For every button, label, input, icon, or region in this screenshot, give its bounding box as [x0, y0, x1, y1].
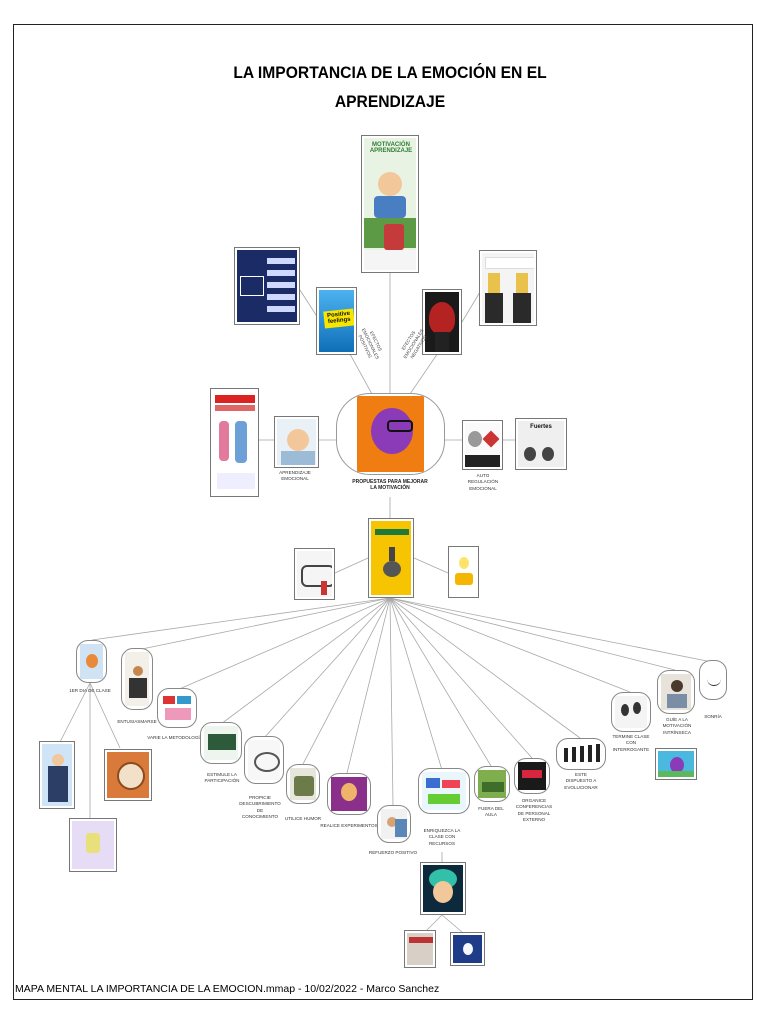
- clock-image: [104, 749, 152, 801]
- fan-lines: [91, 597, 713, 806]
- link-neg-debate: [461, 291, 481, 323]
- resource-image-a: [404, 930, 436, 968]
- motivacion-box-image: [368, 518, 414, 598]
- label-propicie-descubrimiento: PROPICIE DESCUBRIMIENTO DE CONOCIMIENTO: [239, 795, 281, 820]
- card-image: [69, 818, 117, 872]
- fuertes-text: Fuertes: [530, 424, 552, 430]
- link-enriq-a: [424, 914, 443, 933]
- sonria-node[interactable]: [699, 660, 727, 700]
- fuertes-image: Fuertes: [515, 418, 567, 470]
- link-dia-1: [59, 682, 91, 743]
- recursos-node[interactable]: [418, 768, 470, 814]
- label-propuestas: PROPUESTAS PARA MEJORAR LA MOTIVACIÓN: [352, 479, 428, 492]
- primer-dia-node[interactable]: [76, 640, 107, 683]
- label-fuera-aula: FUERA DEL AULA: [478, 806, 504, 818]
- label-este-dispuesto: ESTE DISPUESTO A EVOLUCIONAR: [564, 772, 598, 790]
- label-sonria: SONRÍA: [704, 714, 722, 719]
- genius-image: [420, 862, 466, 915]
- link-enriq-b: [441, 914, 463, 933]
- link-negative: [409, 349, 441, 395]
- label-autorregulacion: AUTO REGULACIÓN EMOCIONAL: [467, 473, 499, 491]
- fuera-aula-node[interactable]: [474, 766, 510, 802]
- label-primer-dia: 1ER DIA DE CLASE: [69, 688, 111, 693]
- title-line-1: LA IMPORTANCIA DE LA EMOCIÓN EN EL: [233, 63, 547, 82]
- resource-image-b: [450, 932, 485, 966]
- conferencias-node[interactable]: [514, 758, 550, 794]
- link-dia-3: [89, 682, 121, 749]
- label-variar-metodologia: VARIE LA METODOLOGÍA: [147, 735, 203, 740]
- debate-image: [479, 250, 537, 326]
- label-entusiasmarse: ENTUSIASMARSE: [117, 719, 157, 724]
- refuerzo-node[interactable]: [377, 805, 411, 843]
- experimentos-node[interactable]: [327, 773, 371, 815]
- label-guie-motivacion: GUÍE A LA MOTIVACIÓN INTRÍNSECA: [662, 717, 692, 735]
- label-refuerzo-positivo: REFUERZO POSITIVO: [368, 850, 418, 855]
- title-line-2: APRENDIZAJE: [334, 92, 446, 111]
- entusiasmarse-node[interactable]: [121, 648, 153, 710]
- teacher-image: [39, 741, 75, 809]
- cartoon-figure: [378, 172, 402, 196]
- autorregulacion-image: [462, 420, 503, 470]
- ruido-image: [294, 548, 335, 600]
- humor-node[interactable]: [286, 764, 320, 804]
- evolucionar-node[interactable]: [556, 738, 606, 770]
- label-realice-experimentos: REALICE EXPERIMENTOS: [320, 823, 378, 828]
- participacion-node[interactable]: [200, 722, 242, 764]
- interrogante-node[interactable]: [611, 692, 651, 732]
- eureka-image: [448, 546, 479, 598]
- positive-feelings-image: Positive feelings: [316, 287, 357, 355]
- descubrimiento-node[interactable]: [244, 736, 284, 784]
- map-title: LA IMPORTANCIA DE LA EMOCIÓN EN EL APREN…: [169, 58, 611, 116]
- monster-image: [655, 748, 697, 780]
- link-box-left: [334, 557, 369, 574]
- motivacion-image-text: MOTIVACIÓN APRENDIZAJE: [369, 142, 413, 155]
- label-aprendizaje-emocional: APRENDIZAJE EMOCIONAL: [279, 470, 311, 482]
- label-termine-clase: TERMINE CLASE CON INTERROGANTE: [612, 734, 650, 752]
- footer-caption: MAPA MENTAL LA IMPORTANCIA DE LA EMOCION…: [15, 983, 440, 995]
- page-border: [13, 24, 753, 1000]
- motivacion-intrinseca-node[interactable]: [657, 670, 695, 714]
- label-organice-conferencias: ORGANICE CONFERENCIAS DE PERSONAL EXTERN…: [515, 798, 553, 823]
- central-topic[interactable]: [336, 393, 445, 475]
- label-estimule-participacion: ESTIMULE LA PARTICIPACIÓN: [204, 772, 240, 784]
- variar-metodologia-node[interactable]: [157, 688, 197, 728]
- motivacion-image: MOTIVACIÓN APRENDIZAJE: [361, 135, 419, 273]
- premisas-diagram: [234, 247, 300, 325]
- link-pos-premisas: [299, 289, 319, 319]
- label-enriquezca-clase: ENRIQUEZCA LA CLASE CON RECURSOS: [423, 828, 461, 846]
- label-utilice-humor: UTILICE HUMOR: [284, 816, 322, 821]
- educacion-emocional-poster: [210, 388, 259, 497]
- brain-silhouette-image: [422, 289, 462, 355]
- aprendizaje-emocional-image: [274, 416, 319, 468]
- link-box-right: [413, 557, 449, 574]
- positive-feelings-text: Positive feelings: [323, 308, 354, 329]
